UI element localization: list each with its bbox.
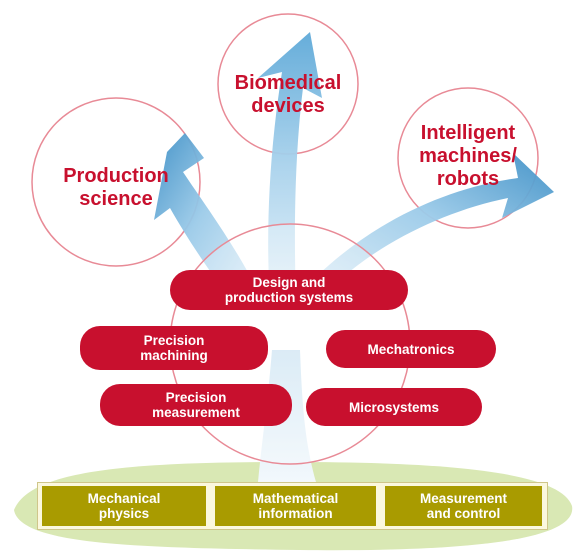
field-mechatronics: Mechatronics (326, 330, 496, 368)
production-science-circle (31, 97, 201, 267)
goal-label-intelligent-machines: Intelligent machines/ robots (419, 122, 517, 190)
field-design-production-systems: Design and production systems (170, 270, 408, 310)
arrow-to-intelligent-machines (294, 153, 554, 304)
goal-label-biomedical-devices: Biomedical devices (234, 72, 342, 117)
field-microsystems: Microsystems (306, 388, 482, 426)
foundation-measurement-control: Measurement and control (385, 486, 542, 526)
field-precision-measurement: Precision measurement (100, 384, 292, 426)
goal-label-production-science: Production science (63, 165, 169, 210)
foundation-mechanical-physics: Mechanical physics (42, 486, 206, 526)
arrow-to-production-science (154, 133, 262, 310)
field-precision-machining: Precision machining (80, 326, 268, 370)
foundation-mathematical-information: Mathematical information (215, 486, 376, 526)
arrow-to-biomedical-devices (258, 32, 322, 300)
